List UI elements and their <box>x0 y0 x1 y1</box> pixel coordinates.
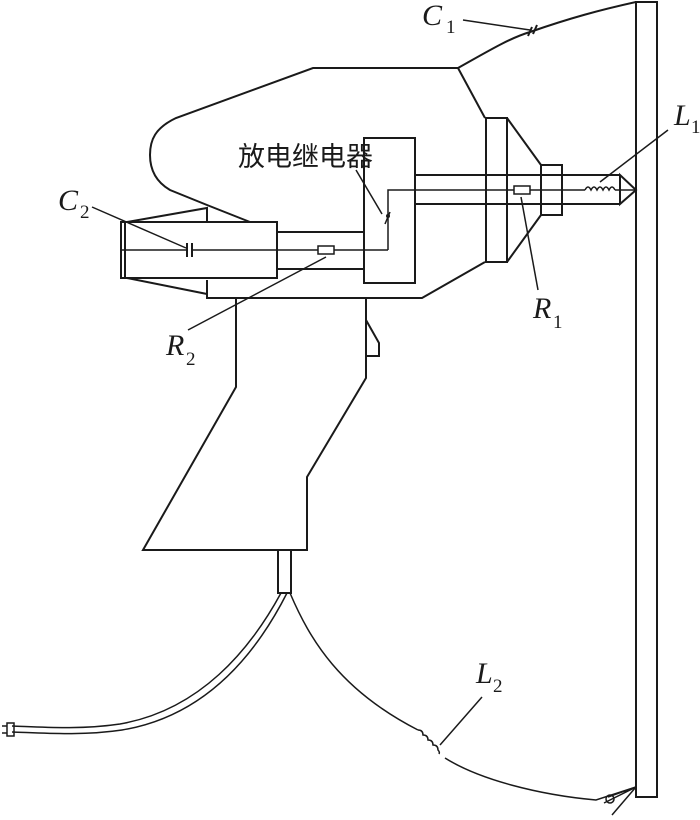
discharge-relay <box>355 137 416 284</box>
l2-leader-line <box>439 696 483 746</box>
svg-text:2: 2 <box>493 676 503 697</box>
svg-text:C: C <box>422 0 443 32</box>
c1-capacitor-plate-b <box>532 24 538 35</box>
svg-text:C: C <box>58 184 79 217</box>
label-c2: C 2 <box>58 184 90 223</box>
inner-shaft-left <box>187 231 388 331</box>
label-l2: L 2 <box>475 657 503 697</box>
svg-text:L: L <box>475 657 493 690</box>
label-r2: R 2 <box>165 329 196 370</box>
label-r1: R 1 <box>532 292 563 333</box>
label-c1: C 1 <box>422 0 456 38</box>
svg-text:1: 1 <box>691 117 700 138</box>
relay-leader-line <box>355 169 383 215</box>
ground-lead <box>289 592 637 816</box>
relay-label: 放电继电器 <box>238 142 373 173</box>
r1-resistor <box>513 185 531 195</box>
label-l1: L 1 <box>673 99 700 138</box>
svg-text:2: 2 <box>80 202 90 223</box>
c1-leader-line <box>462 19 531 31</box>
r2-resistor <box>317 245 335 255</box>
c1-capacitor-plate-a <box>527 26 533 37</box>
gun-body-outline <box>148 67 486 299</box>
plug <box>6 722 15 737</box>
l2-inductor-coil <box>417 729 441 755</box>
svg-text:2: 2 <box>186 349 196 370</box>
electrode-tip <box>619 172 638 207</box>
cable-exit <box>277 549 292 594</box>
c2-leader-line <box>91 206 187 249</box>
power-cord <box>2 592 288 737</box>
gun-handle <box>141 298 380 551</box>
svg-text:L: L <box>673 99 691 132</box>
svg-text:R: R <box>532 292 551 325</box>
svg-text:R: R <box>165 329 184 362</box>
l1-leader-line <box>599 129 669 183</box>
trigger <box>365 319 380 357</box>
workpiece-plate <box>635 1 658 798</box>
front-shaft <box>415 129 669 291</box>
l1-inductor-coil <box>584 186 616 192</box>
svg-text:1: 1 <box>553 312 563 333</box>
svg-text:1: 1 <box>446 17 456 38</box>
relay-contact-switch <box>384 211 391 225</box>
rear-housing <box>91 206 278 296</box>
r1-leader-line <box>520 196 539 291</box>
c1-cable <box>457 1 637 69</box>
r2-leader-line <box>187 256 327 331</box>
front-flange <box>485 117 563 263</box>
